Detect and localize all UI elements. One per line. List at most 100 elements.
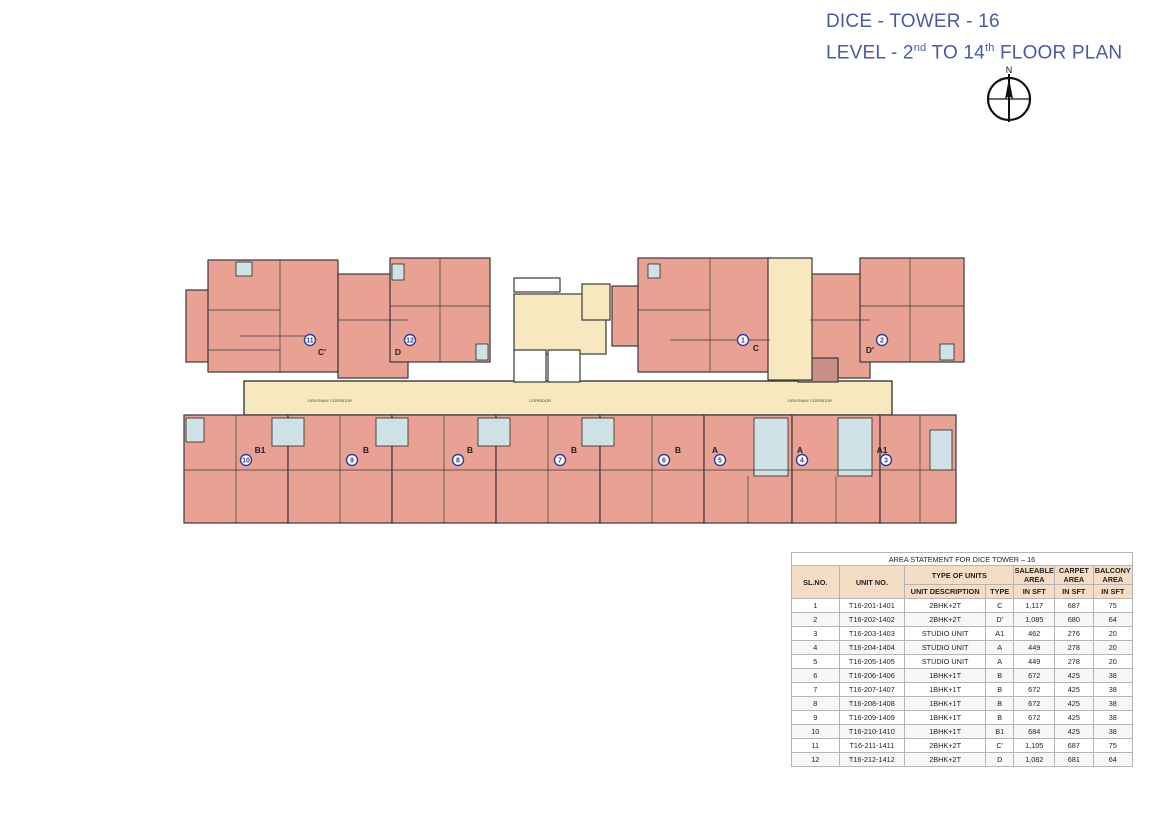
header-saleable-area: SALEABLE AREA	[1013, 565, 1056, 585]
cell-type: A	[985, 640, 1015, 655]
cell-type: B	[985, 682, 1015, 697]
cell-carpet-area: 276	[1054, 626, 1094, 641]
cell-unit-description: 2BHK+2T	[904, 752, 987, 767]
unit-type: B	[363, 445, 369, 455]
cell-sl-no: 3	[791, 626, 840, 641]
cell-unit-no: T16-205-1405	[838, 654, 906, 669]
cell-unit-description: 2BHK+2T	[904, 598, 987, 613]
cell-saleable-area: 449	[1013, 640, 1056, 655]
unit-marker	[553, 453, 567, 467]
cell-saleable-area: 449	[1013, 654, 1056, 669]
cell-saleable-area: 1,117	[1013, 598, 1056, 613]
cell-balcony-area: 38	[1092, 682, 1134, 697]
cell-saleable-area: 684	[1013, 724, 1056, 739]
cell-balcony-area: 20	[1092, 640, 1134, 655]
cell-unit-description: 2BHK+2T	[904, 738, 987, 753]
cell-unit-description: 1BHK+1T	[904, 724, 987, 739]
cell-type: A	[985, 654, 1015, 669]
cell-unit-no: T16-202-1402	[838, 612, 906, 627]
cell-type: B	[985, 668, 1015, 683]
header-balcony-area: BALCONY AREA	[1092, 565, 1134, 585]
cell-saleable-area: 672	[1013, 696, 1056, 711]
wet-area	[235, 261, 253, 277]
unit-marker	[879, 453, 893, 467]
unit-number: 3	[884, 458, 888, 465]
lift-2	[547, 349, 581, 383]
unit-number: 8	[456, 458, 460, 465]
unit-number: 2	[880, 338, 884, 345]
wet-area	[837, 417, 873, 477]
corridor-label: CORRIDOR	[529, 398, 551, 403]
unit-marker	[345, 453, 359, 467]
unit-marker	[713, 453, 727, 467]
title-floor-plan: FLOOR PLAN	[994, 42, 1123, 64]
header-type: TYPE	[985, 584, 1015, 599]
cell-unit-no: T16-210-1410	[838, 724, 906, 739]
east-staircase	[767, 257, 813, 381]
area-statement-caption-row: AREA STATEMENT FOR DICE TOWER – 16	[791, 552, 1133, 566]
cell-unit-description: 2BHK+2T	[904, 612, 987, 627]
cell-type: D'	[985, 612, 1015, 627]
corridor-label: DRIVEWAY CORRIDOR	[788, 398, 832, 403]
lift-1	[513, 349, 547, 383]
cell-saleable-area: 672	[1013, 682, 1056, 697]
cell-sl-no: 7	[791, 682, 840, 697]
cell-unit-no: T16-208-1408	[838, 696, 906, 711]
cell-carpet-area: 681	[1054, 752, 1094, 767]
cell-balcony-area: 64	[1092, 612, 1134, 627]
unit-type: B	[675, 445, 681, 455]
corridor-label: DRIVEWAY CORRIDOR	[308, 398, 352, 403]
header-saleable-unit: IN SFT	[1013, 584, 1056, 599]
cell-unit-no: T16-212-1412	[838, 752, 906, 767]
table-header-row: SL.NO. UNIT NO. TYPE OF UNITS SALEABLE A…	[791, 565, 1134, 599]
cell-unit-description: 1BHK+1T	[904, 668, 987, 683]
header-carpet-unit: IN SFT	[1054, 584, 1094, 599]
cell-balcony-area: 64	[1092, 752, 1134, 767]
floor-plan-static	[183, 257, 965, 524]
cell-sl-no: 8	[791, 696, 840, 711]
cell-sl-no: 1	[791, 598, 840, 613]
cell-saleable-area: 1,082	[1013, 752, 1056, 767]
north-west-balcony	[185, 289, 211, 363]
wet-area	[647, 263, 661, 279]
cell-sl-no: 6	[791, 668, 840, 683]
cell-unit-no: T16-209-1409	[838, 710, 906, 725]
unit-type: B1	[255, 445, 266, 455]
cell-carpet-area: 425	[1054, 682, 1094, 697]
wet-area	[581, 417, 615, 447]
table-subheader-row: UNIT DESCRIPTION TYPE IN SFT IN SFT IN S…	[792, 584, 1134, 599]
cell-carpet-area: 687	[1054, 738, 1094, 753]
unit-marker	[875, 333, 889, 347]
cell-balcony-area: 75	[1092, 738, 1134, 753]
header-type-of-units: TYPE OF UNITS	[904, 565, 1015, 585]
cell-balcony-area: 38	[1092, 724, 1134, 739]
north-east-balcony-left	[611, 285, 641, 347]
cell-type: A1	[985, 626, 1015, 641]
unit-number: 6	[662, 458, 666, 465]
cell-type: B	[985, 696, 1015, 711]
title-level: LEVEL - 2	[826, 42, 914, 64]
cell-saleable-area: 1,085	[1013, 612, 1056, 627]
cell-unit-description: STUDIO UNIT	[904, 654, 987, 669]
unit-marker	[736, 333, 750, 347]
cell-balcony-area: 75	[1092, 598, 1134, 613]
wet-area	[185, 417, 205, 443]
unit-number: 12	[406, 338, 414, 345]
cell-balcony-area: 20	[1092, 626, 1134, 641]
wet-area	[929, 429, 953, 471]
unit-marker	[795, 453, 809, 467]
cell-balcony-area: 20	[1092, 654, 1134, 669]
title-sup-th: th	[984, 42, 995, 54]
unit-number: 10	[242, 458, 250, 465]
unit-type: C'	[318, 347, 326, 357]
cell-saleable-area: 672	[1013, 710, 1056, 725]
